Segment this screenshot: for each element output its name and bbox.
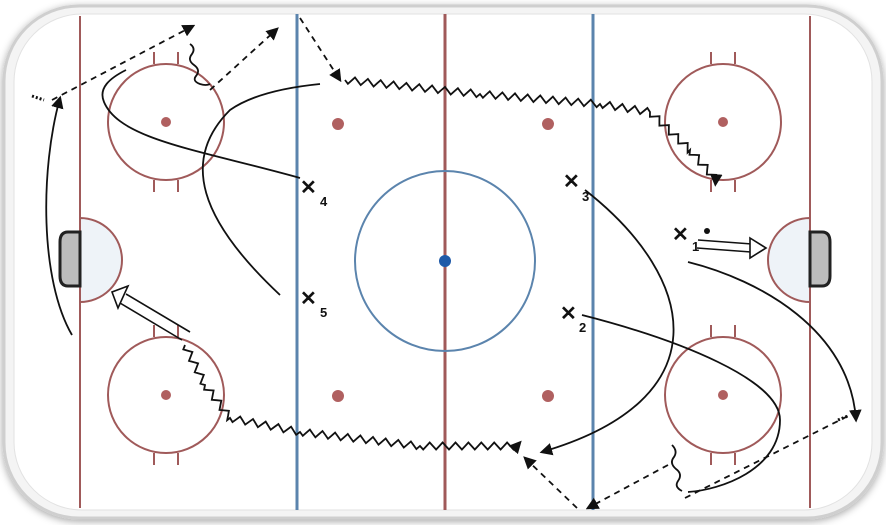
player-marker: ✕	[300, 177, 317, 199]
pass-arrow	[523, 456, 578, 509]
player-5: ✕ 5	[300, 288, 327, 320]
skate-with-puck	[344, 76, 723, 187]
center-faceoff-dot	[439, 255, 451, 267]
pass-arrow	[684, 411, 857, 499]
faceoff-dots	[161, 117, 728, 402]
player-marker: ✕	[563, 171, 580, 193]
player-marker: ✕	[672, 224, 689, 246]
faceoff-circle-top-left	[107, 52, 225, 192]
pass-arrow	[585, 464, 669, 510]
player-number: 4	[320, 194, 328, 209]
puck-dots	[837, 414, 849, 422]
player-marker: ✕	[560, 303, 577, 325]
puck	[704, 228, 710, 234]
outline-arrow-pass	[125, 293, 191, 333]
pass-arrow	[299, 17, 342, 83]
outline-arrow-head	[110, 284, 130, 311]
players: ✕ 4 ✕ 5 ✕ 3 ✕ 2 ✕ 1	[300, 171, 699, 335]
faceoff-circle-bottom-right	[664, 325, 782, 465]
goal-net-left	[58, 230, 82, 288]
player-marker: ✕	[300, 288, 317, 310]
pass-arrow	[209, 27, 279, 91]
player-3: ✕ 3	[563, 171, 589, 204]
outline-arrow-pass	[696, 247, 752, 253]
skate-with-puck	[182, 344, 522, 455]
skate-path	[45, 95, 73, 336]
skate-with-puck	[671, 444, 683, 492]
player-number: 1	[692, 239, 699, 254]
skate-with-puck	[189, 43, 211, 86]
goal-net-right	[808, 230, 832, 288]
goal-crease-left	[79, 216, 123, 304]
skate-path	[581, 314, 781, 493]
pass-arrow	[51, 24, 196, 101]
skate-path	[687, 261, 862, 423]
faceoff-circle-bottom-left	[107, 325, 225, 465]
player-1: ✕ 1	[672, 224, 699, 254]
skate-path	[101, 69, 301, 179]
player-4: ✕ 4	[300, 177, 328, 209]
player-2: ✕ 2	[560, 303, 586, 335]
outline-arrow-head	[749, 236, 768, 260]
skate-path	[539, 189, 675, 456]
goal-crease-right	[767, 216, 811, 304]
outline-arrow-pass	[697, 239, 753, 245]
player-number: 2	[579, 320, 586, 335]
player-number: 5	[320, 305, 327, 320]
skate-path	[201, 83, 321, 296]
center-circle	[354, 170, 536, 352]
drill-paths	[31, 17, 862, 510]
player-number: 3	[582, 189, 589, 204]
outline-arrow-pass	[119, 302, 183, 341]
